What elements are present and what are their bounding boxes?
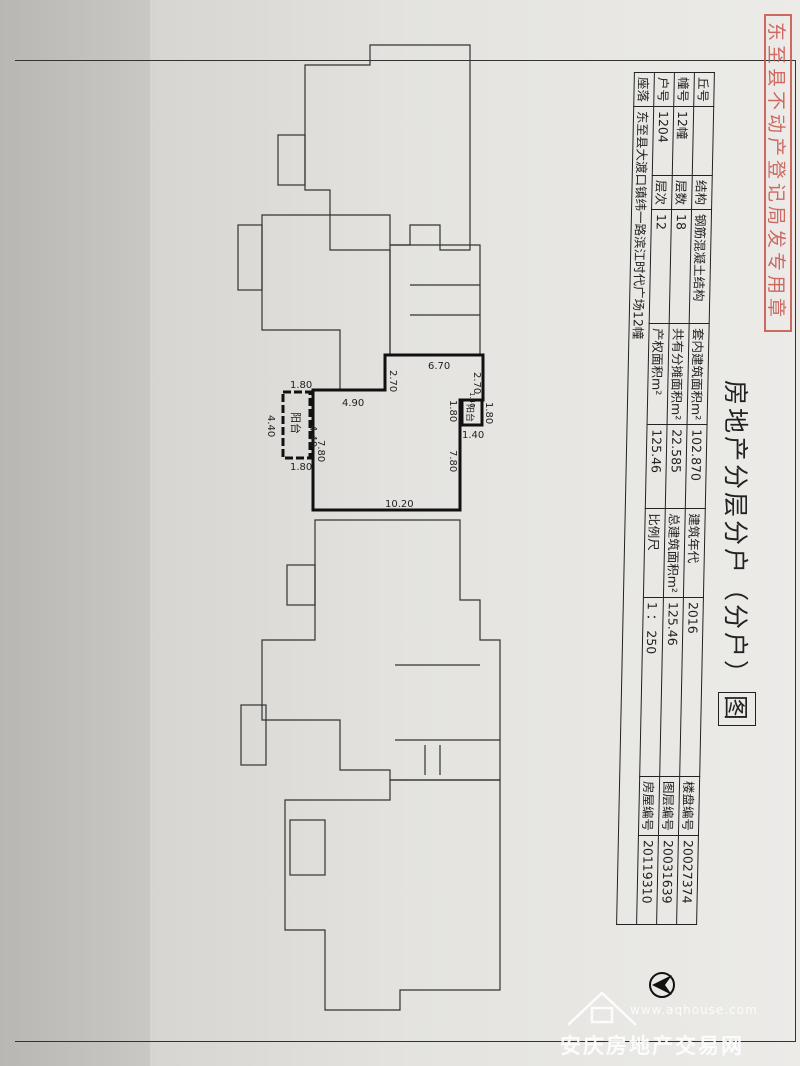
dim-balcony-right-outer: 1.80 [483,402,494,424]
neighbor-side-room [237,224,263,291]
neighbor-service-top [389,244,481,356]
dim-balcony-left-bottom: 1.80 [290,462,312,473]
watermark-url: www.aqhouse.com [630,1003,758,1017]
dim-bottom: 10.20 [385,499,414,510]
dim-balcony-left-top: 1.80 [290,380,312,391]
neighbor-side-room [277,134,306,186]
neighbor-outlines [237,44,501,1011]
neighbor-side-room [286,564,316,606]
dim-step-right: 2.70 [471,372,482,394]
dim-balcony-left-inner: 4.40 [307,425,318,447]
document-paper [150,0,800,1066]
neighbor-unit-lower [261,519,501,781]
house-logo-icon [567,991,637,1026]
dim-left-wall: 7.80 [315,440,326,462]
dim-step: 2.70 [387,370,398,392]
neighbor-unit-bottom [284,779,501,1011]
unit-outline [311,353,485,512]
neighbor-side-room [289,819,326,876]
dimension-labels: 10.20 7.80 7.80 4.90 2.70 6.70 2.70 1.80… [265,361,494,510]
dim-balcony-right-top: 1.40 [468,392,476,408]
dim-balcony-right-bottom: 1.40 [462,430,484,441]
balcony-left [281,390,312,460]
dim-balcony-right-w: 1.80 [447,400,458,422]
neighbor-unit-top [304,44,471,251]
dim-top-left: 4.90 [342,398,364,409]
neighbor-unit-mid [261,214,391,391]
dim-top: 6.70 [428,361,450,372]
neighbor-side-room [240,704,267,766]
balcony-left-label: 阳台 [289,412,303,434]
north-arrow-icon [649,972,675,998]
balcony-right [460,398,484,427]
dim-balcony-left-outer: 4.40 [265,415,276,437]
balcony-right-label: 阳台 [464,404,476,422]
dim-right-wall: 7.80 [447,450,458,472]
watermark-name: 安庆房地产交易网 [560,1034,744,1058]
